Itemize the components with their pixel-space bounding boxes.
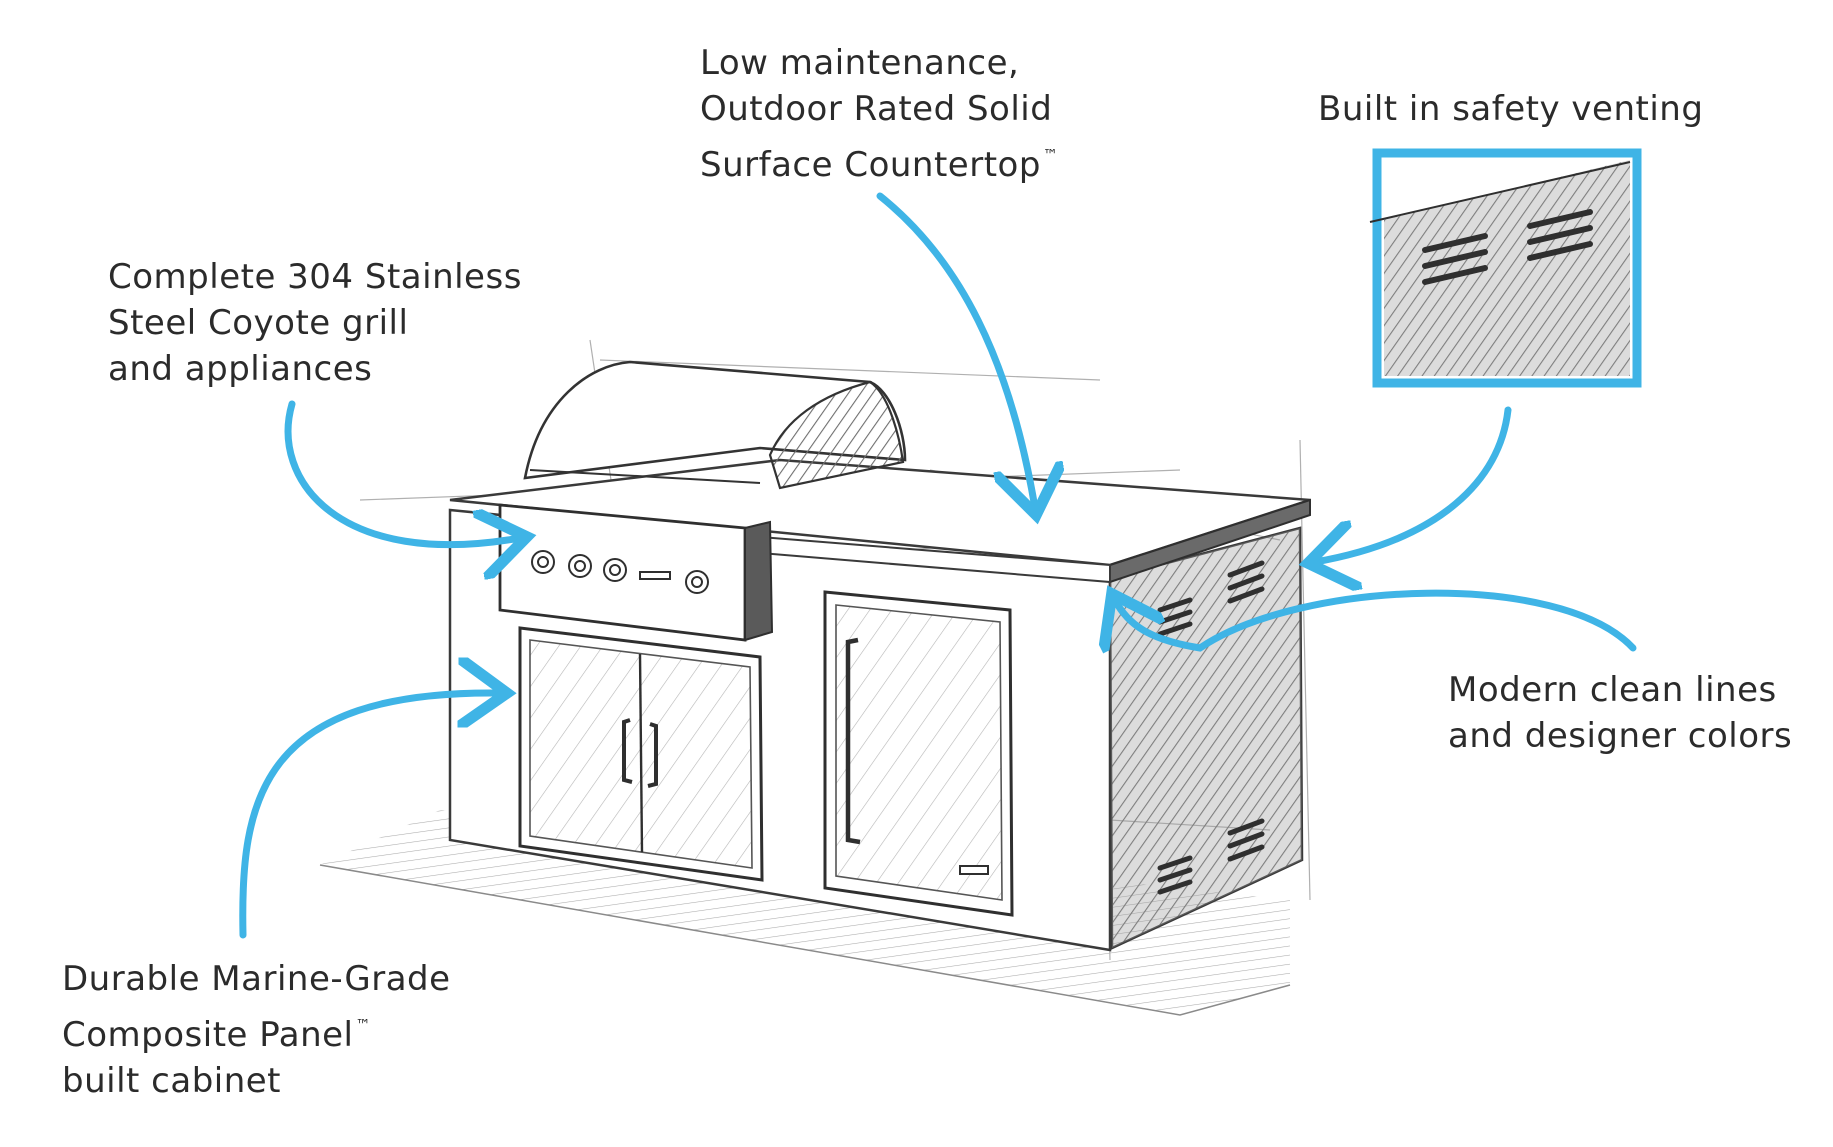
grill-panel-lip xyxy=(744,520,774,642)
arrow-countertop xyxy=(876,192,1035,508)
callout-panel-line2: Composite Panel xyxy=(62,1015,354,1055)
callout-countertop: Low maintenance, Outdoor Rated Solid Sur… xyxy=(700,40,1058,188)
trademark-mark: ™ xyxy=(355,1016,371,1034)
fridge-badge xyxy=(959,865,989,875)
callout-countertop-line2: Outdoor Rated Solid xyxy=(700,89,1053,129)
callout-arrows xyxy=(239,192,1637,939)
knob-center xyxy=(691,576,703,588)
callout-grill-line1: Complete 304 Stainless xyxy=(108,257,522,297)
floor-shadow-edge xyxy=(319,864,1291,1016)
arrow-design xyxy=(1115,593,1637,648)
grill-knobs xyxy=(531,550,709,594)
callout-grill-line3: and appliances xyxy=(108,349,373,389)
door-handle-left xyxy=(622,718,633,784)
callout-design: Modern clean lines and designer colors xyxy=(1448,667,1792,759)
trademark-mark: ™ xyxy=(1042,146,1059,164)
arrow-venting xyxy=(1315,406,1512,562)
fridge-door xyxy=(835,604,1003,901)
arrow-panel xyxy=(239,693,500,939)
callout-countertop-line1: Low maintenance, xyxy=(700,43,1020,83)
inset-vents xyxy=(1422,209,1593,285)
knob-center xyxy=(609,564,621,576)
fridge-handle xyxy=(845,637,861,845)
callout-countertop-line3: Surface Countertop xyxy=(700,145,1041,185)
callout-venting: Built in safety venting xyxy=(1318,86,1703,132)
grill-display xyxy=(639,571,671,580)
cabinet-side-tone xyxy=(1110,528,1302,948)
floor-shadow xyxy=(320,810,1290,1015)
callout-grill: Complete 304 Stainless Steel Coyote gril… xyxy=(108,254,522,392)
callout-design-line1: Modern clean lines xyxy=(1448,670,1777,710)
callout-panel-line3: built cabinet xyxy=(62,1061,282,1101)
inset-edge xyxy=(1369,161,1631,223)
grill-hood-lid-line xyxy=(529,469,761,484)
callout-panel-line1: Durable Marine-Grade xyxy=(62,959,451,999)
knob-center xyxy=(537,556,549,568)
grill-hood-side xyxy=(768,380,905,490)
door-split xyxy=(638,653,644,853)
door-handle-right xyxy=(647,722,658,788)
arrow-grill xyxy=(284,400,520,545)
callout-design-line2: and designer colors xyxy=(1448,716,1793,756)
callout-grill-line2: Steel Coyote grill xyxy=(108,303,409,343)
knob-center xyxy=(574,560,586,572)
callout-venting-line1: Built in safety venting xyxy=(1318,89,1704,129)
venting-inset xyxy=(1369,148,1642,388)
